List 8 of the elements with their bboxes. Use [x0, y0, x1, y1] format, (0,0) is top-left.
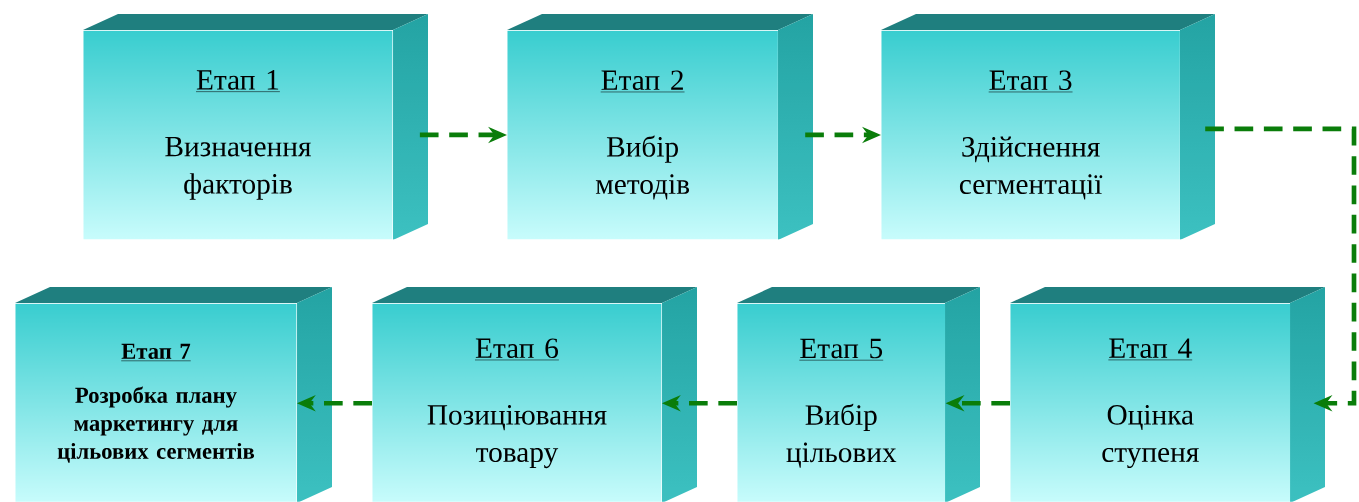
arrow [1205, 126, 1357, 412]
stage-block: Етап 2 Вибір методів [507, 14, 813, 240]
stage-block: Етап 1 Визначення факторів [83, 14, 428, 240]
stage-block: Етап 5 Вибір цільових [737, 287, 980, 502]
stage-block: Етап 7 Розробка плану маркетингу для цільових сегментів [15, 287, 332, 502]
stage-block: Етап 4 Оцінка ступеня [1010, 287, 1325, 502]
stage-block: Етап 6 Позиціювання товару [372, 287, 697, 502]
stage-block: Етап 3 Здійснення сегментації [881, 14, 1215, 240]
